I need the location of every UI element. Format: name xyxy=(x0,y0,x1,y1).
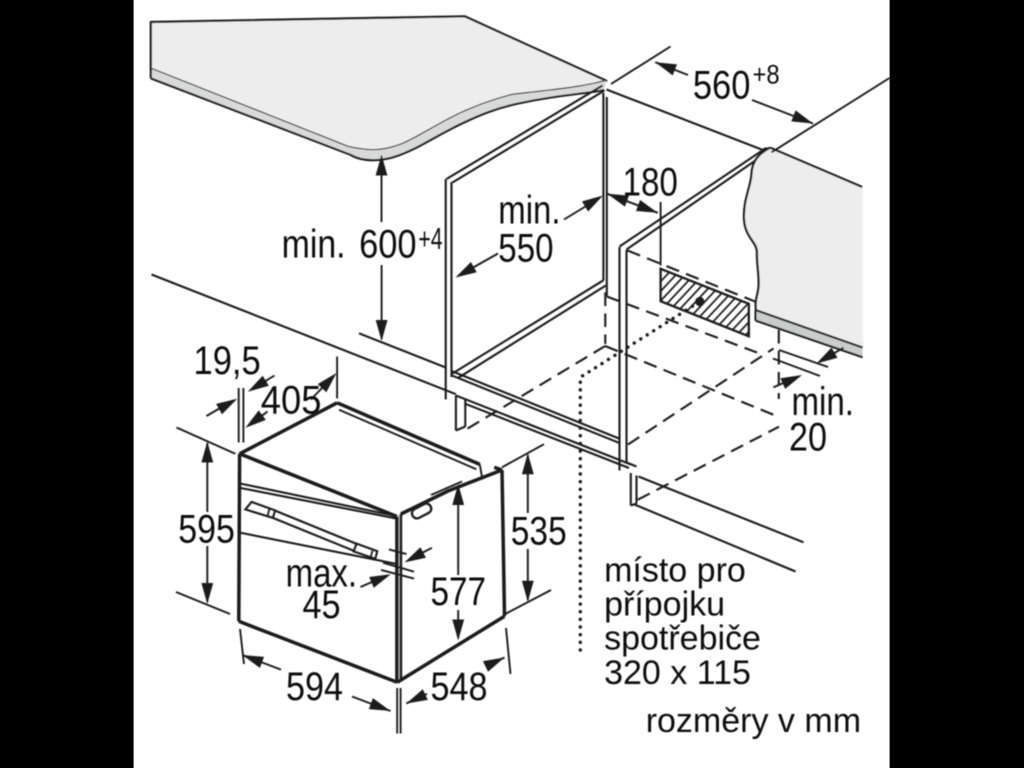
svg-text:+8: +8 xyxy=(753,60,780,90)
svg-text:594: 594 xyxy=(286,665,343,709)
svg-text:max.: max. xyxy=(286,551,358,595)
svg-text:535: 535 xyxy=(511,510,567,554)
svg-text:548: 548 xyxy=(431,665,488,709)
svg-text:595: 595 xyxy=(178,508,235,552)
svg-text:320 x 115: 320 x 115 xyxy=(604,654,751,692)
svg-text:577: 577 xyxy=(431,570,487,614)
svg-text:min.: min. xyxy=(282,222,346,266)
svg-text:+4: +4 xyxy=(418,221,442,256)
svg-text:rozměry v mm: rozměry v mm xyxy=(646,702,861,740)
svg-text:20: 20 xyxy=(789,416,827,460)
svg-text:spotřebiče: spotřebiče xyxy=(604,620,761,658)
svg-text:180: 180 xyxy=(623,161,678,205)
svg-text:560: 560 xyxy=(693,64,751,108)
svg-text:600: 600 xyxy=(359,222,417,266)
svg-text:přípojku: přípojku xyxy=(604,586,725,624)
svg-text:550: 550 xyxy=(498,227,553,271)
svg-text:min.: min. xyxy=(498,189,560,233)
svg-text:místo pro: místo pro xyxy=(604,552,746,590)
svg-text:min.: min. xyxy=(792,380,855,424)
svg-text:19,5: 19,5 xyxy=(194,339,261,383)
svg-text:45: 45 xyxy=(303,583,341,627)
